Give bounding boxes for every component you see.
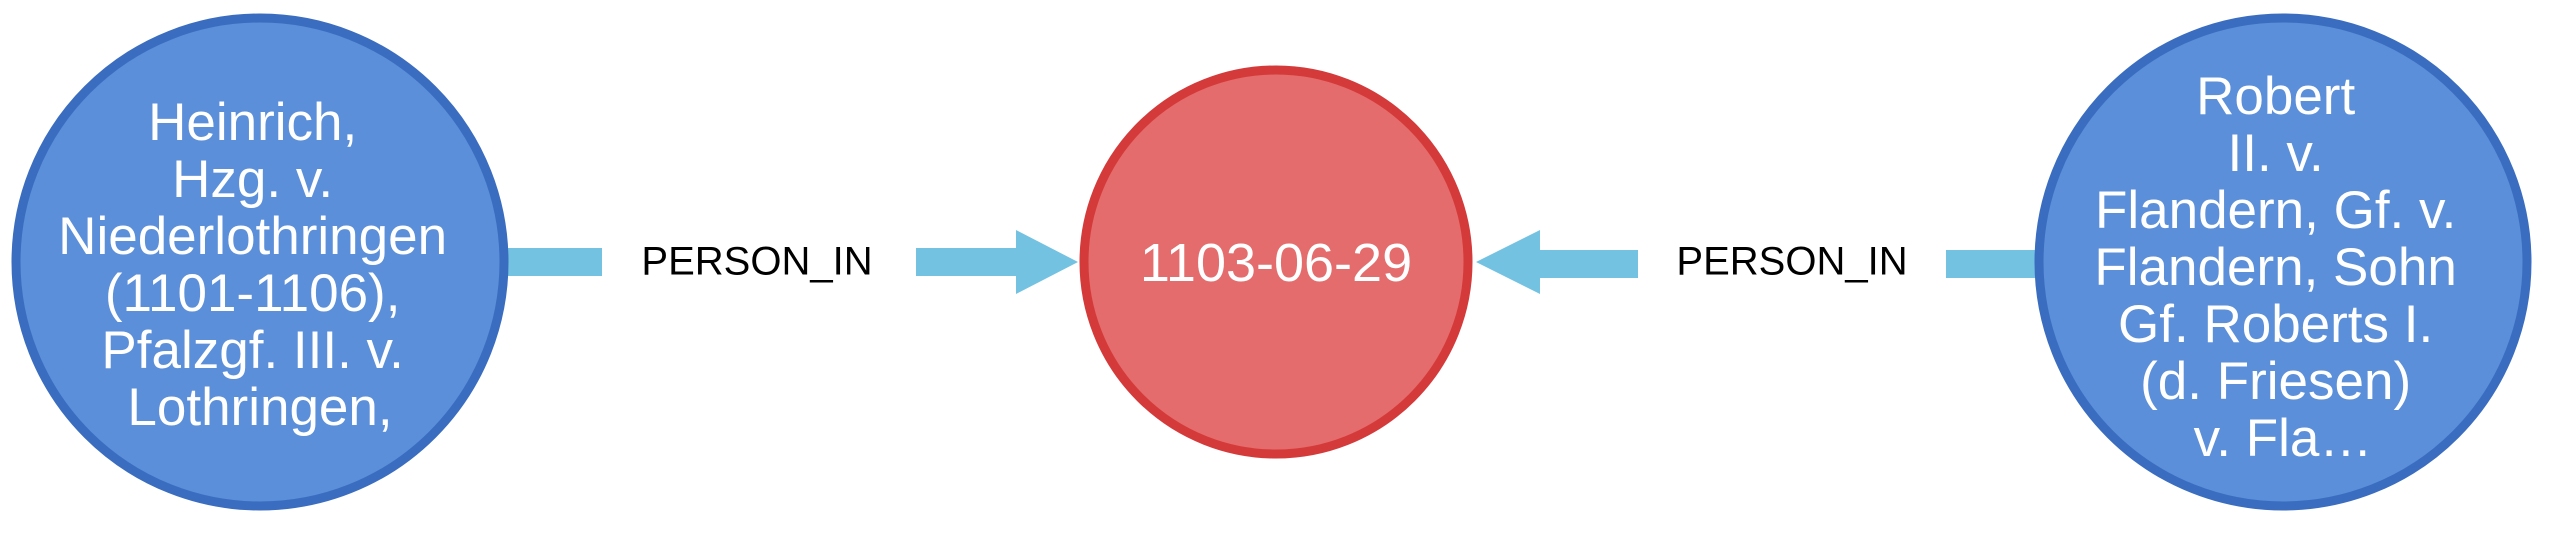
node-date-center-label: 1103-06-29 — [1140, 233, 1412, 293]
node-person-left[interactable]: Heinrich, Hzg. v. Niederlothringen (1101… — [11, 13, 509, 511]
edge-right-label: PERSON_IN — [1676, 240, 1907, 284]
edge-left-shaft-b — [916, 248, 1020, 276]
node-right-line: (d. Friesen) — [2140, 352, 2411, 411]
node-right-line: Flandern, Sohn — [2094, 238, 2456, 297]
node-person-left-label: Heinrich, Hzg. v. Niederlothringen (1101… — [58, 93, 462, 437]
node-left-line: Lothringen, — [127, 378, 392, 437]
node-person-right-label: Robert II. v. Flandern, Gf. v. Flandern,… — [2094, 67, 2471, 468]
edge-right-shaft-b — [1534, 250, 1638, 278]
edge-right-arrowhead — [1476, 230, 1540, 294]
node-right-line: v. Fla… — [2194, 409, 2373, 468]
edge-right-shaft-a — [1946, 250, 2038, 278]
node-right-line: Gf. Roberts I. — [2118, 295, 2433, 354]
node-left-line: Pfalzgf. III. v. — [101, 321, 403, 380]
edge-left-arrowhead — [1016, 230, 1078, 294]
node-left-line: (1101-1106), — [105, 264, 401, 323]
edge-left-label: PERSON_IN — [641, 240, 872, 284]
node-left-line: Hzg. v. — [172, 150, 333, 209]
node-date-center[interactable]: 1103-06-29 — [1079, 65, 1473, 459]
node-right-line: Flandern, Gf. v. — [2095, 181, 2456, 240]
node-left-line: Niederlothringen — [58, 207, 447, 266]
edge-right[interactable]: PERSON_IN — [1476, 230, 2038, 294]
edge-left[interactable]: PERSON_IN — [506, 230, 1078, 294]
edge-left-shaft-a — [506, 248, 602, 276]
node-left-line: Heinrich, — [148, 93, 357, 152]
node-date-center-circle — [1079, 65, 1473, 459]
node-right-line: Robert — [2196, 67, 2355, 126]
node-person-right-circle — [2034, 13, 2532, 511]
node-person-right[interactable]: Robert II. v. Flandern, Gf. v. Flandern,… — [2034, 13, 2532, 511]
node-right-line: II. v. — [2228, 124, 2324, 183]
node-person-left-circle — [11, 13, 509, 511]
